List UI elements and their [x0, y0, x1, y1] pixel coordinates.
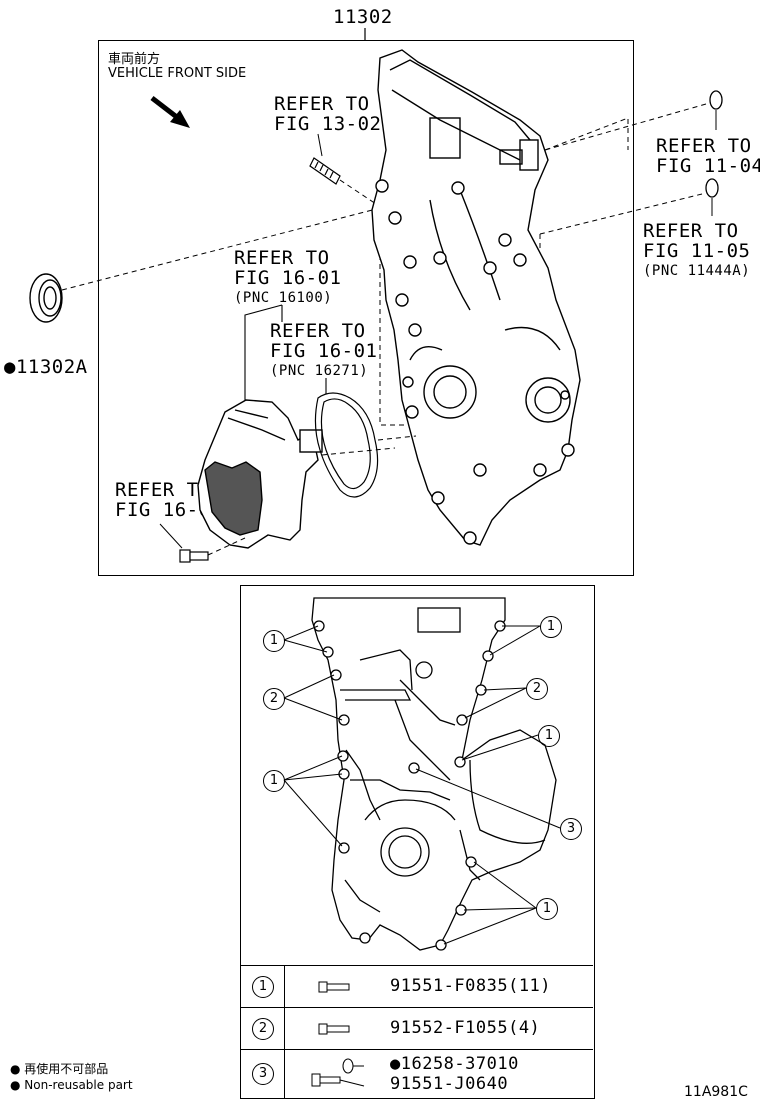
callout-1[interactable]: 1 — [538, 725, 560, 747]
callout-number: 3 — [566, 821, 576, 836]
ref-fig-16-01-pnc-16100[interactable]: REFER TO FIG 16-01 (PNC 16100) — [234, 248, 341, 308]
callout-1[interactable]: 1 — [263, 770, 285, 792]
ref-pnc: (PNC 16100) — [234, 290, 333, 306]
legend-row-3[interactable]: 3 ●16258-37010 91551-J0640 — [240, 1049, 593, 1098]
ref-line: REFER TO — [115, 479, 211, 501]
bolt-with-washer-icon — [311, 1058, 365, 1087]
timing-chain-cover-icon — [371, 49, 581, 546]
legend-row-2[interactable]: 2 91552-F1055(4) — [240, 1007, 593, 1050]
callout-number: 2 — [532, 681, 542, 696]
callout-number: 1 — [542, 901, 552, 916]
legend-part-number: 91551-J0640 — [390, 1074, 509, 1094]
ref-line: REFER TO — [656, 135, 752, 157]
callout-number: 1 — [546, 619, 556, 634]
direction-label-en: VEHICLE FRONT SIDE — [108, 66, 247, 81]
front-direction-arrow-icon — [150, 96, 190, 128]
legend-divider — [284, 1050, 285, 1098]
ref-fig-11-04[interactable]: REFER TO FIG 11-04 — [656, 136, 760, 176]
legend-divider — [284, 1008, 285, 1050]
ref-line: REFER TO — [643, 220, 739, 242]
ref-line: FIG 11-04 — [656, 155, 760, 177]
footnote-en: ● Non-reusable part — [10, 1078, 133, 1092]
callout-number: 1 — [269, 633, 279, 648]
direction-label-jp: 車両前方 — [108, 52, 161, 67]
callout-2[interactable]: 2 — [526, 678, 548, 700]
legend-callout: 3 — [252, 1063, 274, 1085]
legend-divider — [284, 966, 285, 1008]
cover-outline-icon — [311, 597, 557, 951]
bolt-icon — [179, 549, 209, 563]
water-pump-gasket-icon — [314, 392, 379, 498]
ref-fig-16-01-bolt[interactable]: REFER TO FIG 16-01 — [115, 480, 222, 520]
callout-leaders — [283, 625, 561, 945]
bolt-holes-icon — [313, 620, 506, 951]
callout-number: 1 — [269, 773, 279, 788]
oil-seal-icon — [29, 273, 63, 323]
ref-fig-11-05[interactable]: REFER TO FIG 11-05 (PNC 11444A) — [643, 221, 750, 281]
ref-pnc: (PNC 16271) — [270, 363, 369, 379]
o-ring-icon — [709, 90, 723, 110]
ref-line: FIG 16-01 — [115, 499, 223, 521]
stud-bolt-icon — [309, 157, 341, 185]
legend-callout: 1 — [252, 976, 274, 998]
o-ring-icon — [705, 178, 719, 198]
bolt-location-diagram-frame — [240, 585, 595, 1099]
flange-bolt-icon — [318, 981, 350, 993]
legend-row-1[interactable]: 1 91551-F0835(11) — [240, 965, 593, 1008]
main-part-number: 11302 — [333, 6, 393, 28]
callout-number: 1 — [544, 728, 554, 743]
ref-line: REFER TO — [274, 93, 370, 115]
ref-fig-13-02[interactable]: REFER TO FIG 13-02 — [274, 94, 381, 134]
ref-fig-16-01-pnc-16271[interactable]: REFER TO FIG 16-01 (PNC 16271) — [270, 321, 377, 381]
ref-pnc: (PNC 11444A) — [643, 263, 751, 279]
ref-line: FIG 16-01 — [234, 267, 342, 289]
legend-part-number: 91552-F1055(4) — [390, 1018, 541, 1038]
callout-1[interactable]: 1 — [263, 630, 285, 652]
upper-diagram-frame — [98, 40, 634, 576]
callout-number: 2 — [269, 691, 279, 706]
water-pump-icon — [197, 399, 323, 549]
figure-code: 11A981C — [684, 1084, 748, 1100]
legend-callout: 2 — [252, 1018, 274, 1040]
ref-line: REFER TO — [270, 320, 366, 342]
legend-table: 1 91551-F0835(11) 2 91552-F1055(4) 3 ●16… — [240, 965, 593, 1098]
callout-2[interactable]: 2 — [263, 688, 285, 710]
callout-1[interactable]: 1 — [540, 616, 562, 638]
legend-part-number: 91551-F0835(11) — [390, 976, 552, 996]
seal-part-number[interactable]: ●11302A — [4, 356, 88, 378]
footnote-jp: ● 再使用不可部品 — [10, 1062, 109, 1076]
legend-part-number: ●16258-37010 — [390, 1054, 519, 1074]
ref-line: REFER TO — [234, 247, 330, 269]
callout-3[interactable]: 3 — [560, 818, 582, 840]
flange-bolt-icon — [318, 1023, 350, 1035]
ref-line: FIG 16-01 — [270, 340, 378, 362]
callout-1[interactable]: 1 — [536, 898, 558, 920]
ref-line: FIG 11-05 — [643, 240, 751, 262]
ref-line: FIG 13-02 — [274, 113, 382, 135]
